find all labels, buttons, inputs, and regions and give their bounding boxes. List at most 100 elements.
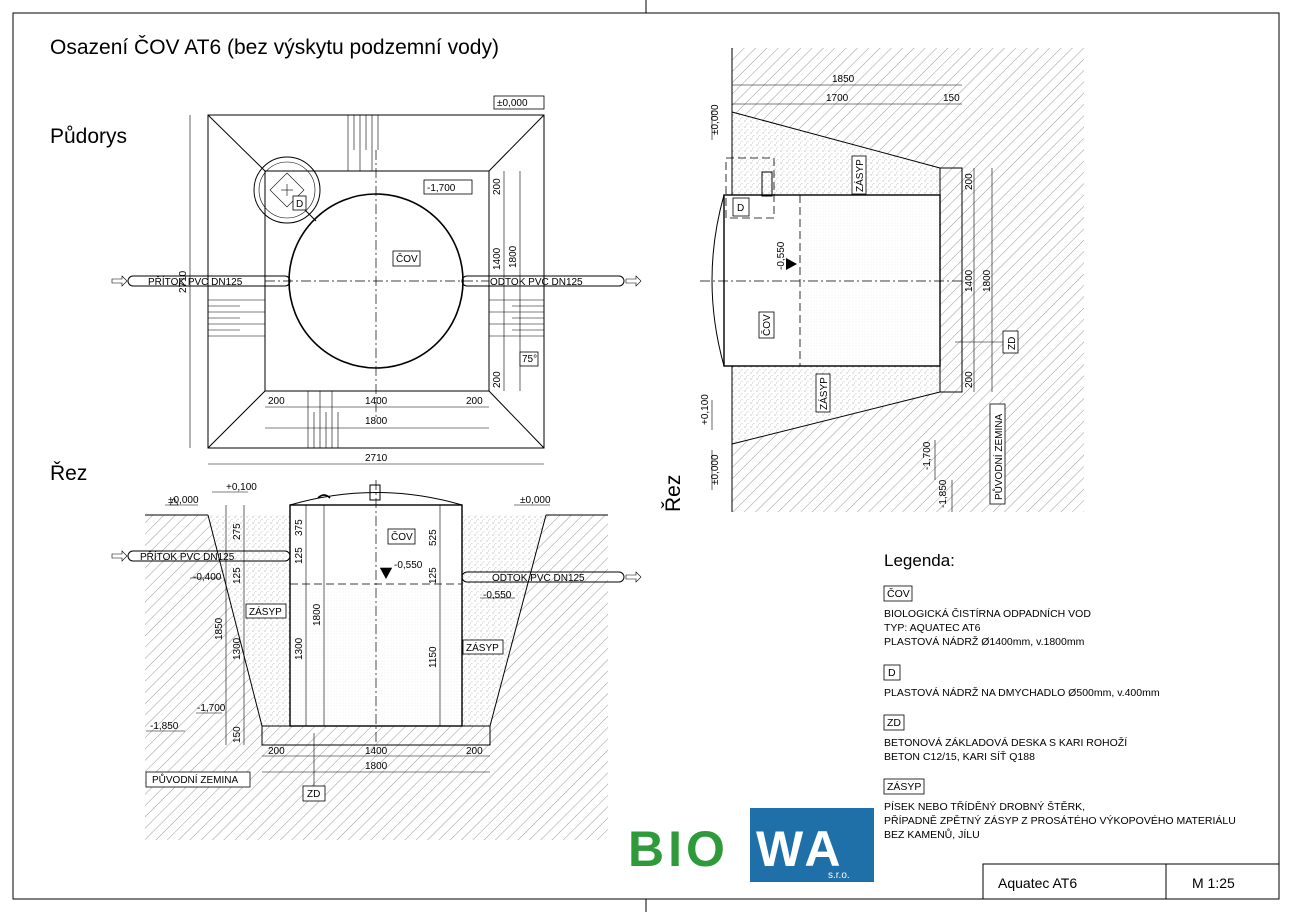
section1-d1300a: 1300 (232, 637, 243, 660)
biowa-logo: BIO WA s.r.o. (628, 808, 874, 882)
section2-zasyp-bot: ZÁSYP (817, 377, 830, 410)
logo-sub: s.r.o. (828, 870, 850, 881)
section1-level-0400: -0,400 (193, 572, 222, 583)
section2-ground-upper (732, 112, 962, 168)
plan-dim-200-top: 200 (492, 178, 503, 195)
legend-tag-zasyp: ZÁSYP (887, 780, 921, 793)
section1-outlet-label: ODTOK PVC DN125 (492, 573, 585, 584)
legend-cov-line2: TYP: AQUATEC AT6 (884, 622, 981, 634)
plan-dim-1400-v: 1400 (492, 247, 503, 270)
plan-pit-outline (207, 114, 545, 449)
legend-tag-cov: ČOV (887, 587, 910, 600)
section1-puvodni: PŮVODNÍ ZEMINA (152, 773, 238, 786)
section1-level-0550: -0,550 (483, 590, 512, 601)
plan-dim-2710-v: 2710 (178, 270, 189, 293)
section1-label-cov: ČOV (391, 530, 413, 543)
plan-heading: Půdorys (50, 125, 127, 148)
section1-d1150: 1150 (428, 646, 439, 668)
title-block: Aquatec AT6 M 1:25 (982, 863, 1280, 900)
plan-outlet-pipe: ODTOK PVC DN125 (461, 275, 642, 288)
plan-dim-1800-h: 1800 (365, 416, 388, 427)
section-front: Řez -0,550 ČOV PŘÍTOK PVC DN125 ODTOK PV… (50, 462, 642, 840)
legend-cov-line1: BIOLOGICKÁ ČISTÍRNA ODPADNÍCH VOD (884, 607, 1091, 620)
plan-inlet-pipe: PŘÍTOK PVC DN125 (111, 275, 291, 288)
legend-tag-zd: ZD (887, 717, 901, 729)
legend-heading: Legenda: (884, 551, 955, 570)
section-side: Řez -0,550 ČOV D ZÁSYP ZÁSYP (662, 48, 1084, 512)
section2-slab (939, 167, 963, 393)
plan-level-box: ±0,000 (497, 98, 528, 109)
section1-d525: 525 (428, 529, 439, 546)
section2-label-d: D (737, 203, 744, 214)
section1-d150: 150 (232, 726, 243, 743)
section2-level-1850: -1,850 (938, 479, 949, 508)
section2-d1800: 1800 (982, 269, 993, 292)
section2-heading: Řez (662, 475, 685, 512)
plan-slope-ticks (208, 115, 544, 448)
legend-zd-line2: BETON C12/15, KARI SÍŤ Q188 (884, 750, 1035, 763)
section2-zasyp-top: ZÁSYP (853, 159, 866, 192)
legend: Legenda: ČOV BIOLOGICKÁ ČISTÍRNA ODPADNÍ… (883, 551, 1236, 841)
section1-zasyp-left: ZÁSYP (249, 605, 282, 618)
section1-d375: 375 (294, 519, 305, 536)
plan-label-d: D (296, 199, 303, 210)
plan-outlet-label: ODTOK PVC DN125 (490, 277, 583, 288)
section2-label-cov: ČOV (760, 314, 773, 336)
plan-depth-box: -1,700 (427, 183, 456, 194)
section1-heading: Řez (50, 462, 87, 485)
section2-d150: 150 (943, 93, 960, 104)
section1-level-plus: +0,100 (226, 482, 257, 493)
legend-d-line1: PLASTOVÁ NÁDRŽ NA DMYCHADLO Ø500mm, v.40… (884, 686, 1160, 699)
section1-d125b: 125 (294, 547, 305, 564)
legend-zasyp-line1: PÍSEK NEBO TŘÍDĚNÝ DROBNÝ ŠTĚRK, (884, 800, 1085, 813)
logo-text-wa: WA (756, 821, 845, 877)
section2-level-1700: -1,700 (922, 441, 933, 470)
plan-dim-200-r: 200 (466, 396, 483, 407)
section2-d200b: 200 (964, 371, 975, 388)
legend-zd-line1: BETONOVÁ ZÁKLADOVÁ DESKA S KARI ROHOŽÍ (884, 736, 1127, 749)
page-title: Osazení ČOV AT6 (bez výskytu podzemní vo… (50, 36, 499, 59)
section2-d200a: 200 (964, 173, 975, 190)
section1-inlet-label: PŘÍTOK PVC DN125 (140, 550, 235, 563)
section2-level-zero: ±0,000 (710, 454, 721, 485)
plan-blower-tank (253, 156, 321, 224)
section1-b1400: 1400 (365, 746, 388, 757)
titleblock-scale: M 1:25 (1192, 875, 1235, 891)
section2-level-0550: -0,550 (776, 241, 787, 270)
section1-level-inside: -0,550 (394, 560, 423, 571)
section1-level-1850: -1,850 (150, 721, 179, 732)
section2-zd: ZD (1007, 337, 1018, 350)
plan-dim-1800-v: 1800 (508, 245, 519, 268)
section2-d1850: 1850 (832, 74, 855, 85)
section1-ground-left (145, 515, 262, 745)
section1-d275: 275 (232, 523, 243, 540)
section1-b200r: 200 (466, 746, 483, 757)
legend-tag-d: D (888, 667, 896, 679)
logo-text-bio: BIO (628, 821, 729, 877)
section1-b200l: 200 (268, 746, 285, 757)
section1-b1800: 1800 (365, 761, 388, 772)
section2-puvodni: PŮVODNÍ ZEMINA (992, 414, 1005, 500)
section2-d1700: 1700 (826, 93, 849, 104)
section2-d1400: 1400 (964, 269, 975, 292)
section1-d125a: 125 (232, 567, 243, 584)
legend-zasyp-line2: PŘÍPADNĚ ZPĚTNÝ ZÁSYP Z PROSÁTÉHO VÝKOPO… (884, 814, 1236, 827)
section1-d1800: 1800 (312, 603, 323, 626)
section2-ground-lower (732, 392, 962, 444)
section1-zd: ZD (307, 789, 320, 800)
plan-inlet-label: PŘÍTOK PVC DN125 (148, 275, 243, 288)
plan-dim-200-l: 200 (268, 396, 285, 407)
logo-blue-box (750, 808, 874, 882)
legend-cov-line3: PLASTOVÁ NÁDRŽ Ø1400mm, v.1800mm (884, 635, 1085, 648)
section1-d1300b: 1300 (294, 637, 305, 660)
plan-dim-1400-h: 1400 (365, 396, 388, 407)
section1-d125c: 125 (428, 567, 439, 584)
section2-level-p0100: +0,100 (700, 394, 711, 425)
plan-angle: 75° (522, 354, 537, 365)
section1-level-right: ±0,000 (520, 495, 551, 506)
legend-zasyp-line3: BEZ KAMENŮ, JÍLU (884, 828, 980, 841)
section2-level-top: ±0,000 (710, 104, 721, 135)
plan-dim-2710-h: 2710 (365, 453, 388, 464)
section1-level-1700: -1,700 (197, 703, 226, 714)
